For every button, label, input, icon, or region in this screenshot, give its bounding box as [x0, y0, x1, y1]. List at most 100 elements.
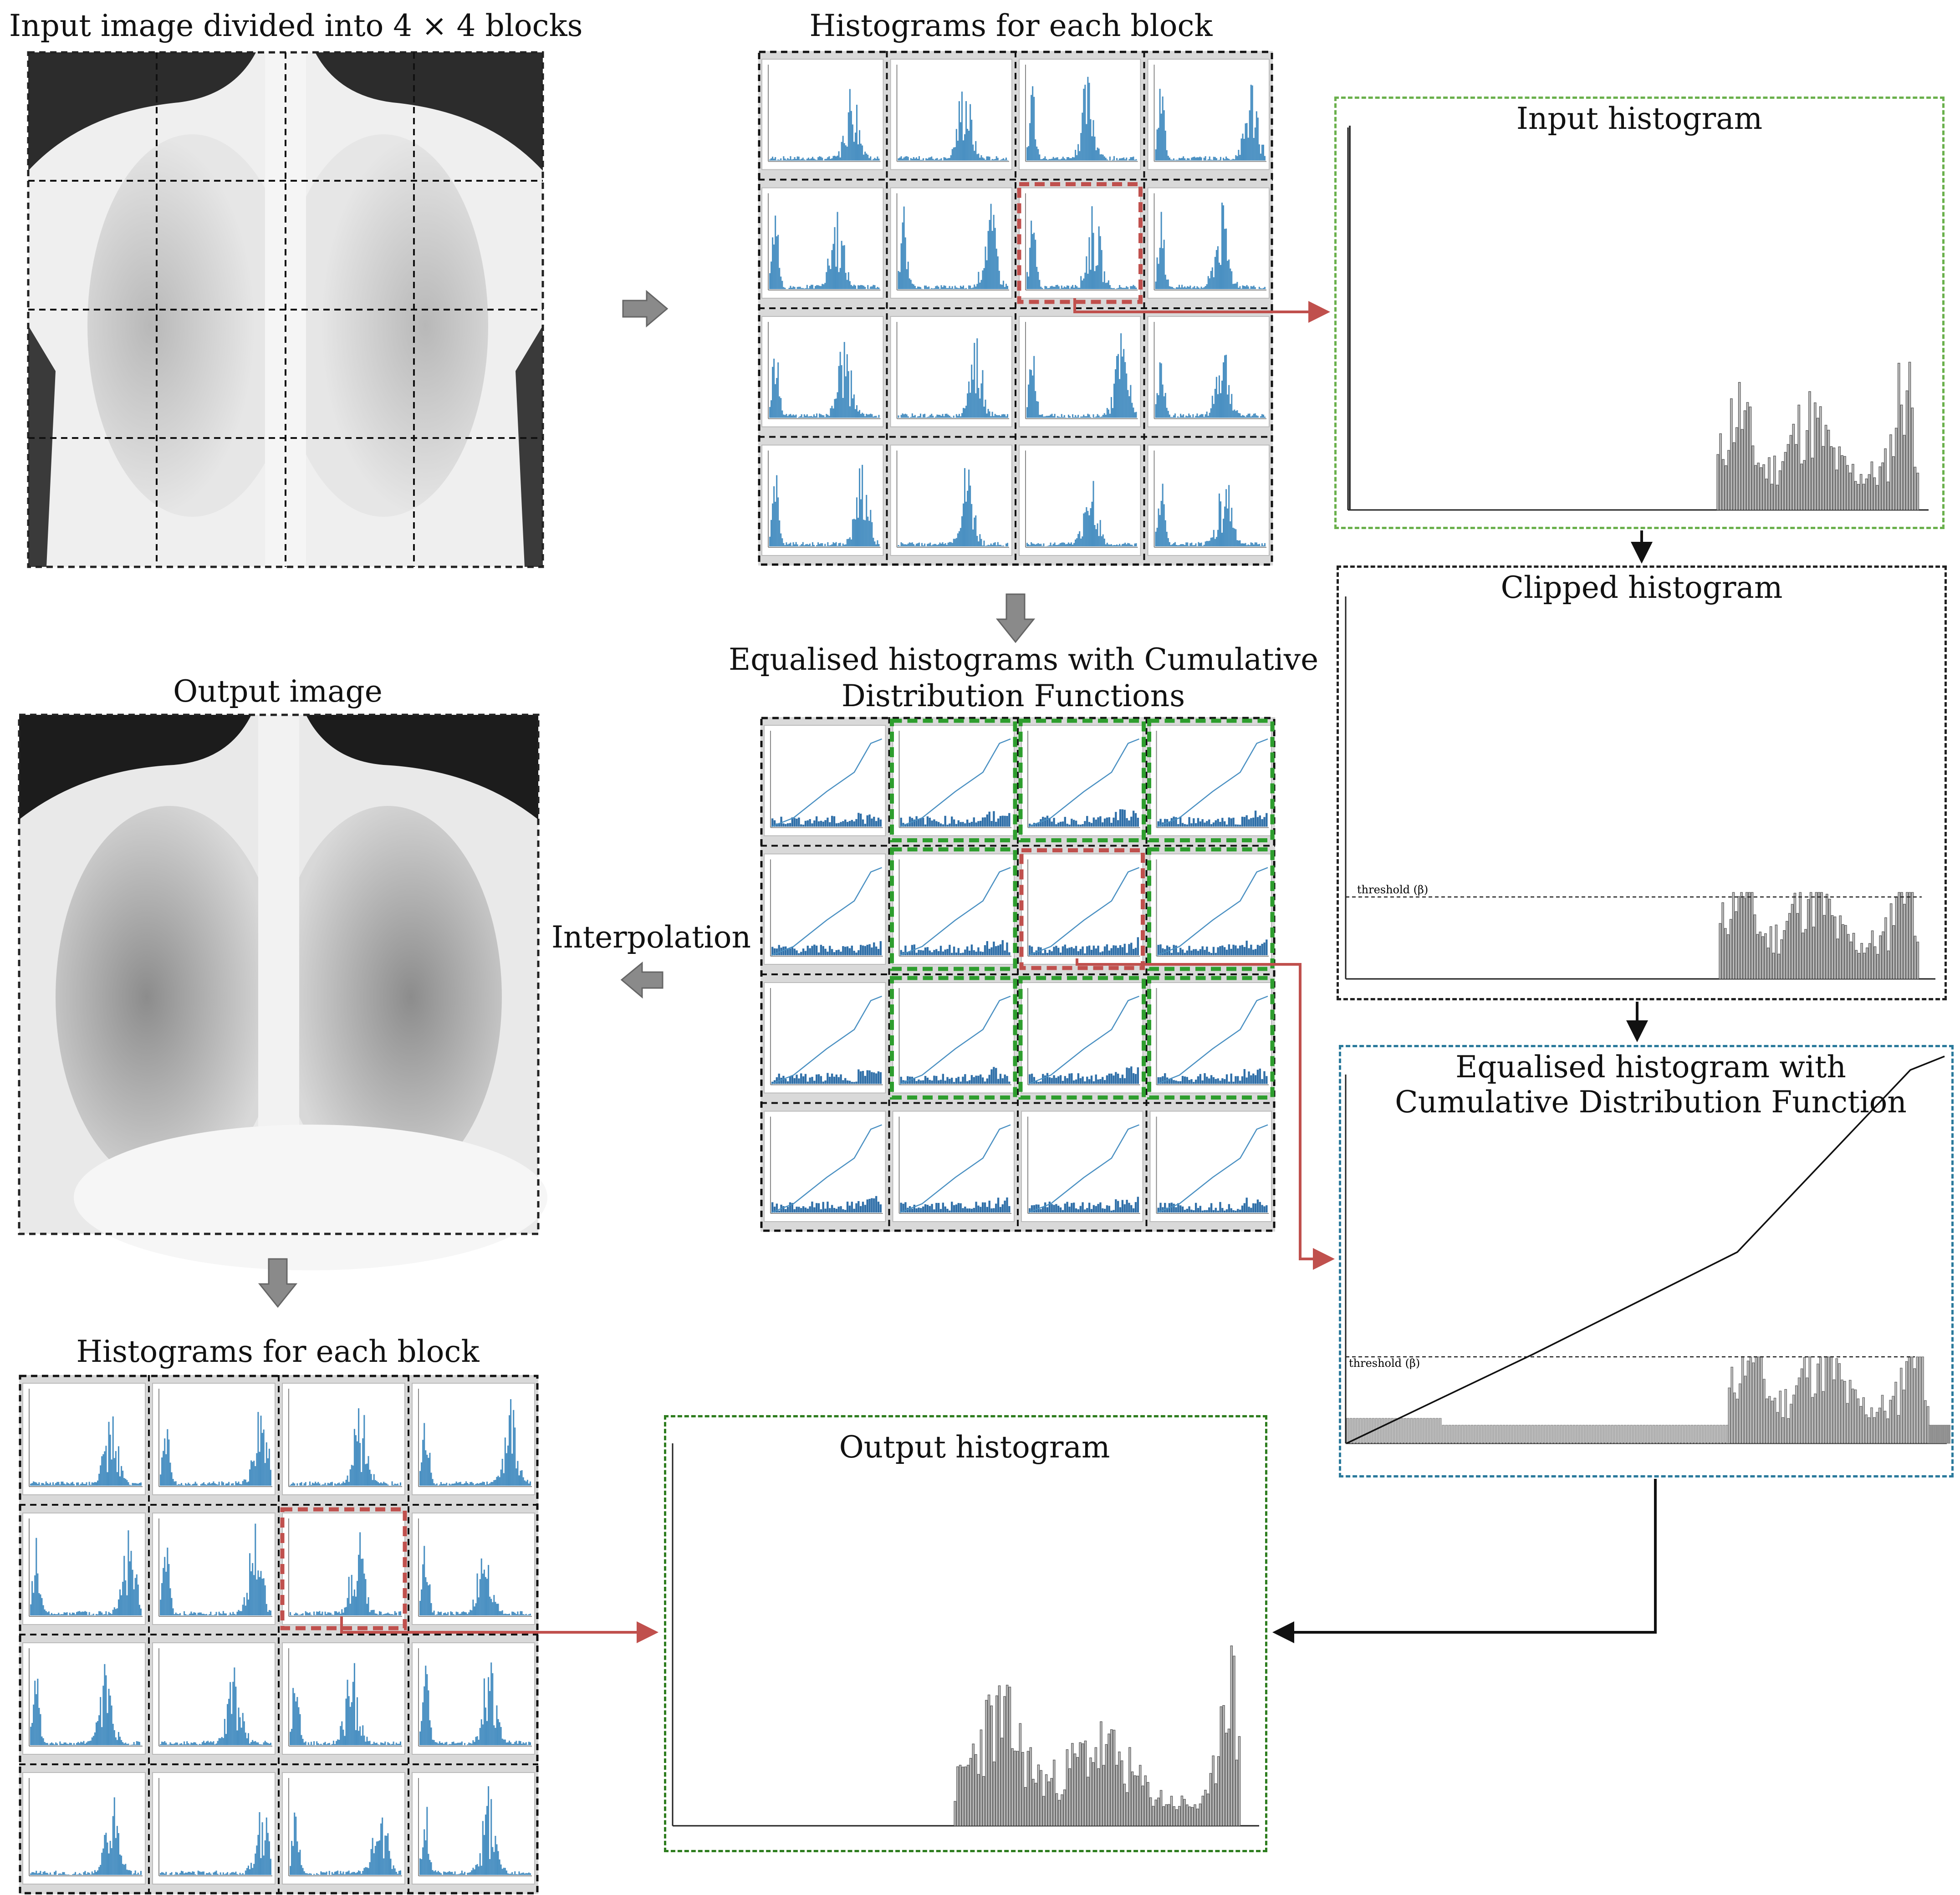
histogram-bar	[1894, 428, 1898, 510]
histogram-bar	[977, 1774, 980, 1826]
histogram-bar	[1113, 1730, 1116, 1826]
histogram-bar	[1753, 914, 1756, 979]
histogram-bar	[969, 1758, 972, 1826]
histogram-bar	[1730, 398, 1733, 510]
block-histogram	[1149, 982, 1272, 1094]
block-histogram	[1021, 982, 1143, 1094]
histogram-bar	[1866, 948, 1868, 979]
block-histogram	[22, 1513, 146, 1625]
histogram-bar	[1719, 433, 1722, 510]
histogram-bar	[1841, 455, 1843, 510]
input-histogram-title: Input histogram	[1516, 101, 1763, 136]
histogram-bar	[1102, 1765, 1105, 1826]
histogram-bar	[1916, 942, 1919, 979]
histogram-bar	[1784, 452, 1787, 510]
histogram-bar	[1839, 915, 1842, 979]
histogram-bar	[1710, 1425, 1713, 1444]
histogram-bar	[1233, 1656, 1235, 1826]
histogram-bar	[1816, 418, 1819, 510]
histogram-bar	[1416, 1418, 1419, 1444]
histogram-bar	[1617, 1425, 1620, 1444]
histogram-bar	[1068, 1768, 1071, 1826]
histogram-bar	[1900, 404, 1903, 510]
output-histogram-title: Output histogram	[839, 1430, 1110, 1465]
histogram-bar	[1859, 1406, 1863, 1444]
histogram-bar	[1690, 1425, 1694, 1444]
output-image-title: Output image	[173, 674, 383, 709]
histogram-bar	[1929, 1425, 1931, 1444]
histogram-bar	[1854, 481, 1857, 510]
histogram-bar	[1375, 1418, 1378, 1444]
histogram-bar	[1215, 1783, 1217, 1826]
histogram-bar	[1873, 946, 1877, 979]
histograms-bottom-title: Histograms for each block	[76, 1334, 480, 1369]
histogram-bar	[1076, 1757, 1079, 1826]
histogram-bar	[1499, 1425, 1502, 1444]
histogram-bar	[1940, 1425, 1942, 1444]
histogram-bar	[1868, 943, 1871, 979]
histogram-bar	[1458, 1425, 1461, 1444]
histogram-bar	[1668, 1425, 1671, 1444]
histogram-bar	[1157, 1798, 1160, 1826]
histogram-bar	[1659, 1425, 1662, 1444]
histogram-bar	[1432, 1418, 1435, 1444]
histogram-bar	[959, 1765, 962, 1826]
histogram-bar	[1802, 932, 1804, 979]
histogram-bar	[1728, 1387, 1730, 1444]
histogram-bar	[1419, 1418, 1423, 1444]
block-histogram	[1019, 316, 1141, 428]
histogram-bar	[1908, 892, 1911, 979]
histogram-bar	[1751, 445, 1755, 510]
histogram-bar	[1947, 1425, 1949, 1444]
block-histogram	[892, 725, 1015, 836]
block-histogram	[892, 982, 1015, 1094]
histogram-bar	[1887, 950, 1890, 979]
block-histogram	[1021, 1111, 1143, 1222]
histogram-bar	[1843, 456, 1846, 510]
histogram-bar	[1905, 1361, 1908, 1444]
histogram-bar	[1703, 1425, 1706, 1444]
block-histogram	[152, 1513, 276, 1625]
histogram-bar	[1771, 484, 1773, 510]
connector-bottom	[340, 1616, 658, 1643]
histogram-bar	[1126, 1792, 1128, 1826]
selected-block-highlight	[1019, 848, 1145, 970]
histogram-bar	[1201, 1795, 1204, 1826]
selected-block-highlight	[280, 1507, 407, 1630]
histogram-bar	[1152, 1806, 1155, 1826]
block-histogram	[892, 1111, 1015, 1222]
block-histogram	[1147, 59, 1270, 170]
histogram-bar	[956, 1766, 959, 1826]
histogram-bar	[1455, 1425, 1458, 1444]
histogram-bar	[1063, 1789, 1066, 1826]
histogram-bar	[1786, 444, 1790, 510]
histogram-bar	[1903, 904, 1906, 979]
histogram-bar	[1826, 894, 1828, 979]
histogram-bar	[1744, 1375, 1747, 1444]
histogram-bar	[1525, 1425, 1528, 1444]
histogram-bar	[1783, 930, 1786, 979]
histogram-bar	[1803, 1357, 1806, 1444]
histogram-bar	[1199, 1803, 1202, 1826]
eq-cdf-histogram-chart	[1345, 1055, 1950, 1444]
histogram-bar	[1206, 1793, 1210, 1826]
histogram-bar	[1722, 459, 1725, 510]
histogram-bar	[1859, 474, 1863, 510]
histogram-bar	[1614, 1425, 1617, 1444]
histogram-bar	[1566, 1425, 1569, 1444]
histogram-bar	[1055, 1793, 1058, 1826]
histogram-bar	[1757, 1356, 1760, 1444]
histogram-bar	[1841, 1380, 1843, 1444]
histogram-bar	[1362, 1418, 1365, 1444]
gray-arrow-icon	[995, 593, 1036, 643]
histogram-bar	[1521, 1425, 1525, 1444]
histogram-bar	[1860, 943, 1863, 979]
histogram-bar	[1639, 1425, 1643, 1444]
histogram-bar	[1576, 1425, 1579, 1444]
histogram-bar	[1019, 1723, 1022, 1826]
histogram-bar	[1799, 892, 1802, 979]
histogram-bar	[1876, 954, 1879, 979]
histogram-bar	[1766, 948, 1770, 979]
histogram-bar	[1528, 1425, 1531, 1444]
